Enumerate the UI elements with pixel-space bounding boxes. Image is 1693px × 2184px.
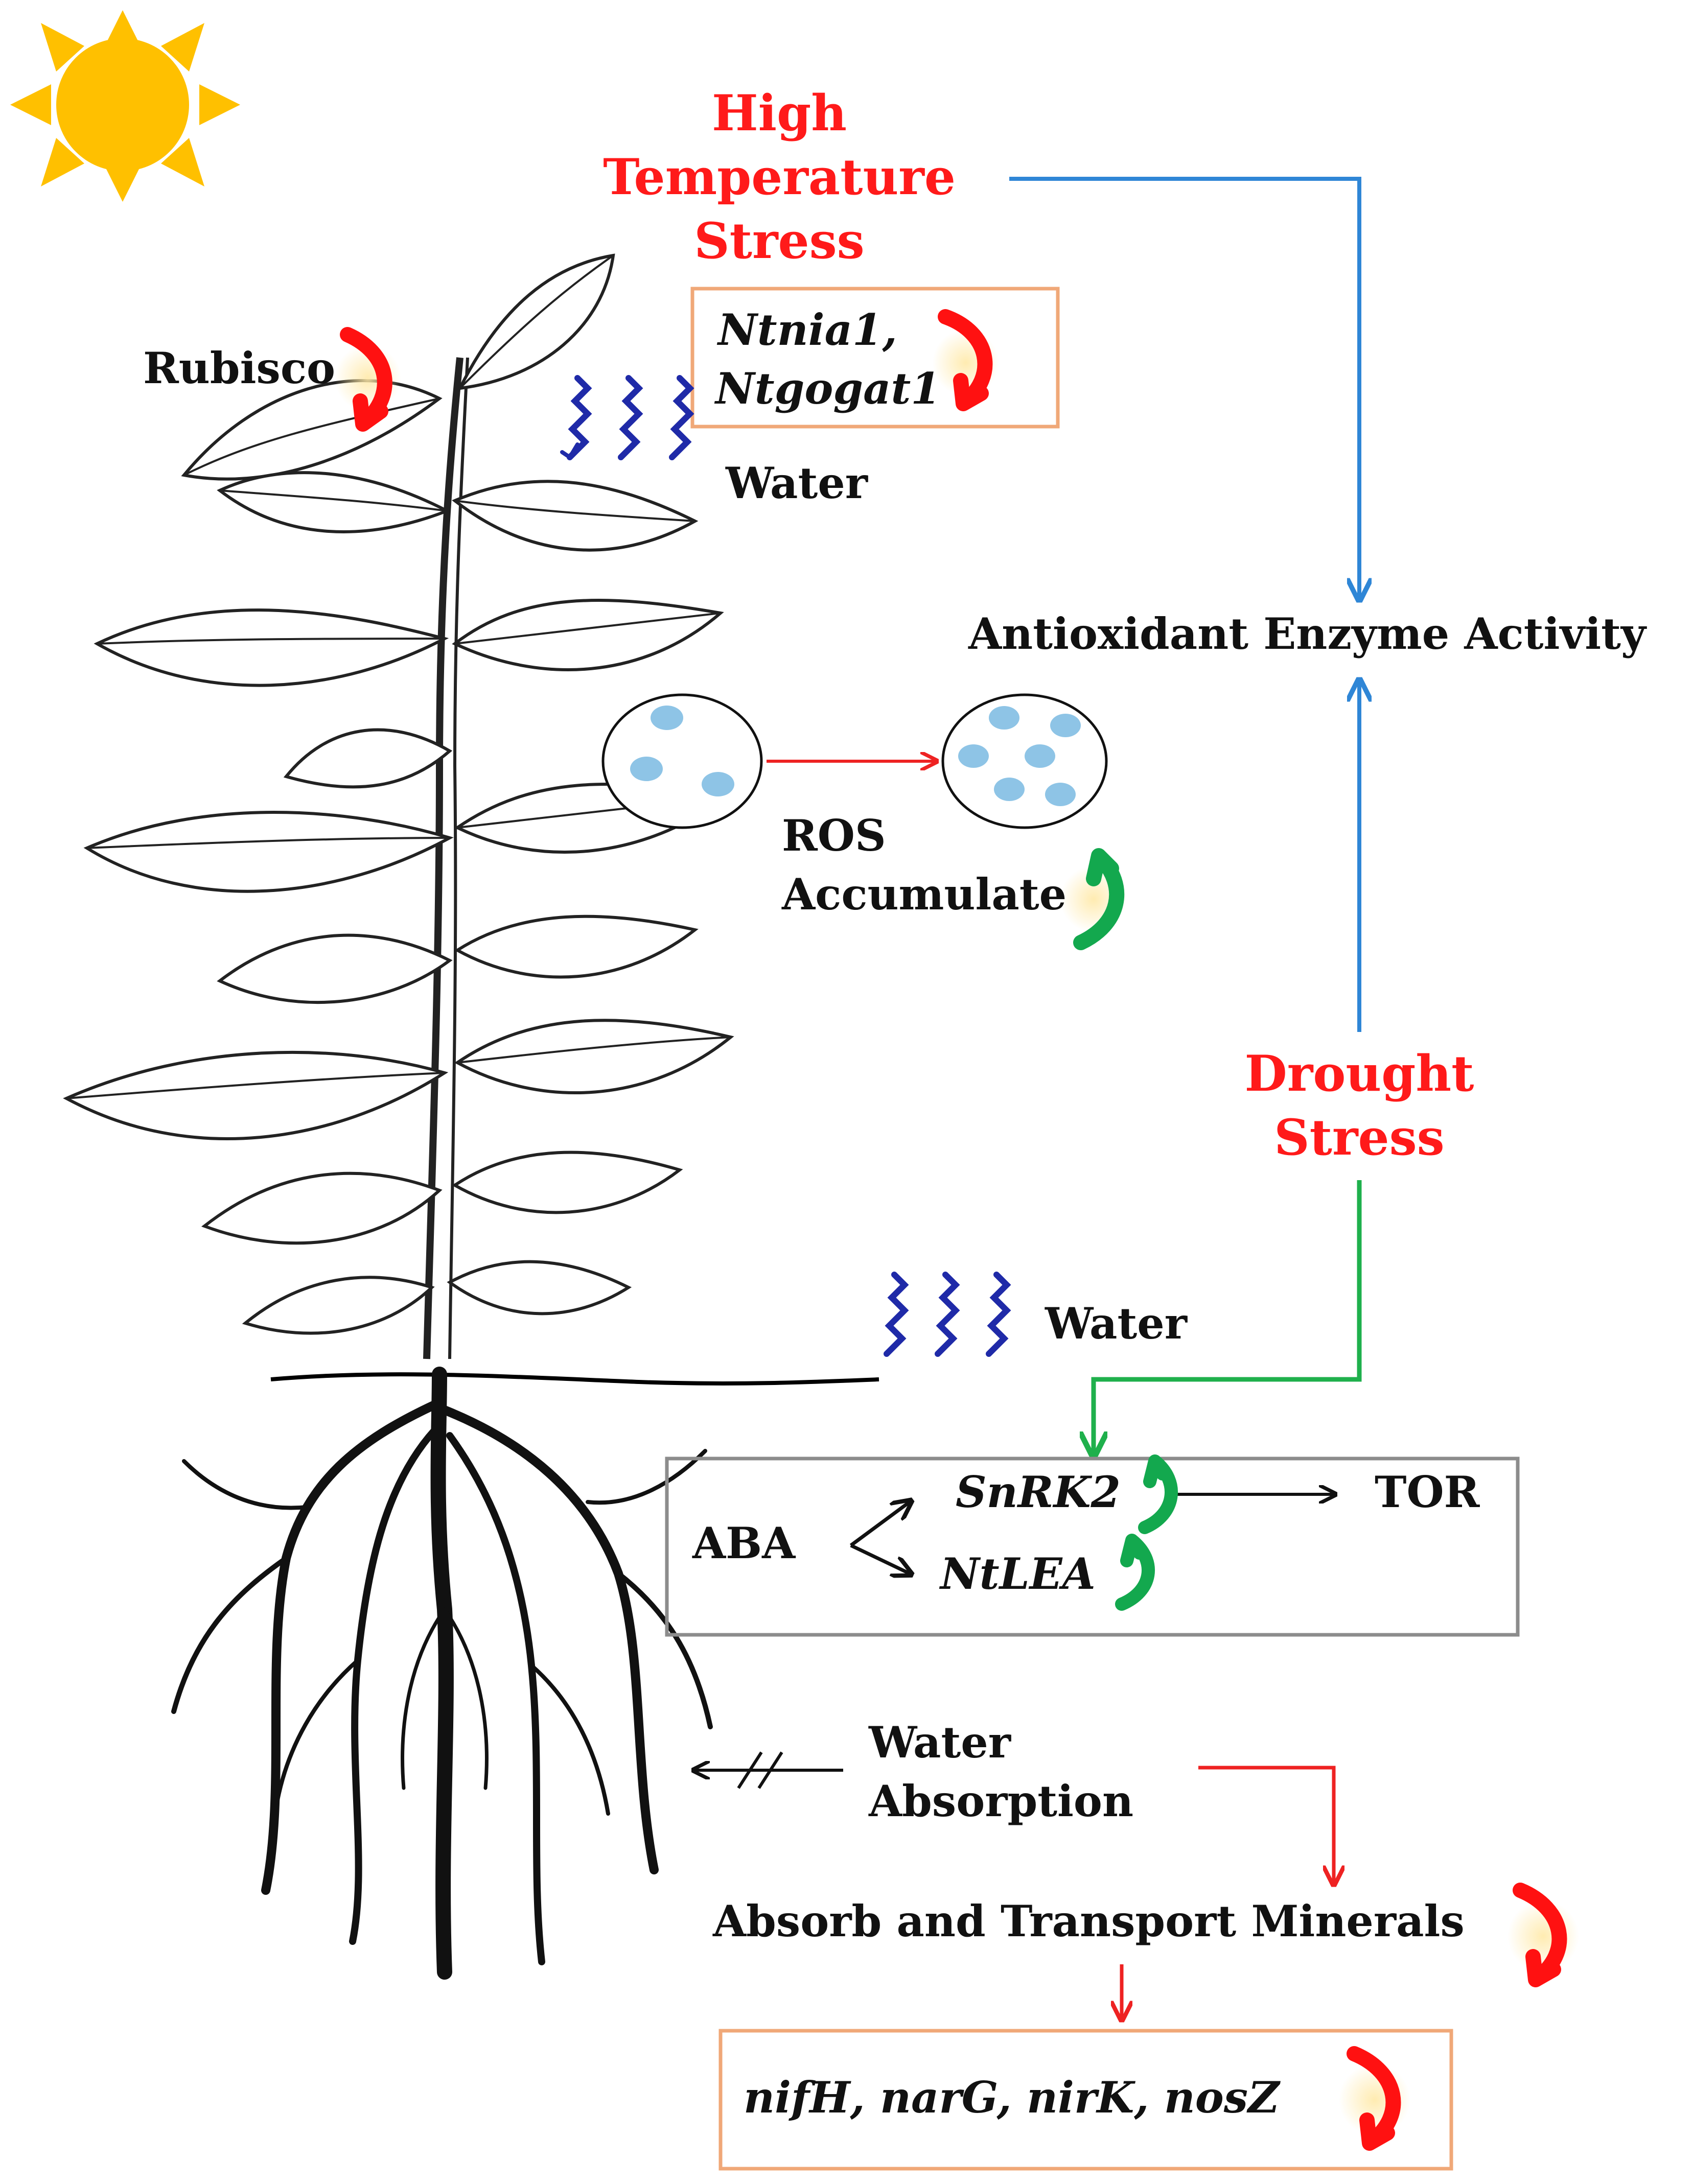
ground-line (270, 1372, 879, 1385)
arrow-aba-to-snrk2 (849, 1502, 910, 1547)
gene-ntnia1: Ntnia1, (716, 304, 897, 355)
drought-label-line2: Stress (1274, 1109, 1444, 1166)
gene-ntgogat1: Ntgogat1 (714, 363, 941, 414)
tor-label: TOR (1375, 1467, 1480, 1517)
nitrogen-genes-down-icon (933, 309, 999, 411)
water-wave-icon-top (560, 375, 694, 460)
ros-up-icon (1060, 848, 1127, 950)
ros-label-line2: Accumulate (781, 869, 1066, 920)
soil-genes-down-icon (1339, 2046, 1410, 2151)
water-label-ground: Water (1045, 1298, 1188, 1349)
aba-label: ABA (692, 1518, 796, 1568)
water-absorption-line2: Absorption (868, 1776, 1133, 1826)
ntlea-up-icon (1115, 1534, 1155, 1611)
roots-illustration (171, 1367, 713, 1980)
rubisco-label: Rubisco (143, 343, 335, 393)
snrk2-up-icon (1138, 1454, 1178, 1534)
high-temp-label-line2: Temperature (603, 148, 956, 206)
high-temp-label-line3: Stress (694, 212, 864, 270)
plant-illustration (63, 253, 734, 1359)
water-absorption-line1: Water (868, 1717, 1012, 1768)
arrow-absorption-to-minerals (1198, 1766, 1334, 1883)
drought-label-line1: Drought (1245, 1045, 1474, 1102)
high-temp-label-line1: High (712, 84, 847, 142)
nitrogen-genes-box (690, 287, 1060, 429)
water-wave-icon-ground (884, 1272, 1011, 1357)
water-label-top: Water (725, 458, 869, 508)
minerals-label: Absorb and Transport Minerals (712, 1896, 1465, 1946)
ros-cell-after (941, 693, 1108, 829)
sun-icon (10, 10, 240, 202)
arrow-drought-to-aba-box (1094, 1180, 1362, 1453)
snrk2-label: SnRK2 (956, 1467, 1121, 1517)
antioxidant-enzyme-label: Antioxidant Enzyme Activity (968, 608, 1647, 659)
ros-cell-before (601, 693, 763, 829)
arrow-aba-to-ntlea (850, 1543, 910, 1574)
arrow-hightemp-to-antioxidant (1009, 177, 1359, 598)
arrow-block-mark (737, 1751, 783, 1789)
soil-genes-box (718, 2029, 1453, 2171)
ntlea-label: NtLEA (939, 1548, 1096, 1599)
minerals-down-icon (1508, 1883, 1579, 1987)
rubisco-down-icon (335, 327, 401, 432)
soil-genes-label: nifH, narG, nirK, nosZ (744, 2072, 1281, 2123)
aba-signaling-box (665, 1457, 1520, 1637)
ros-label-line1: ROS (782, 810, 886, 861)
